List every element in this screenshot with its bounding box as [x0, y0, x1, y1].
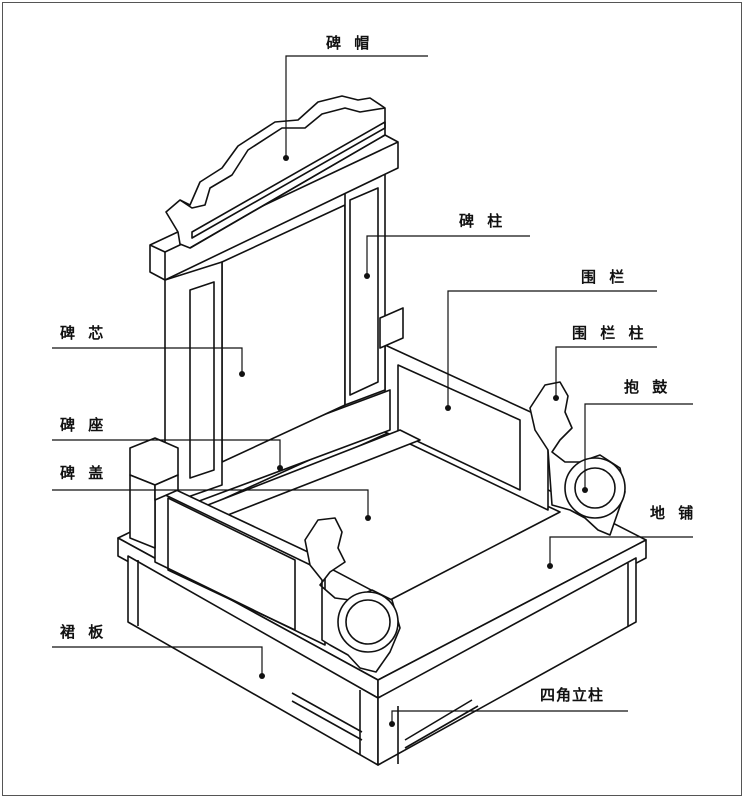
label-bei-zhu: 碑 柱 [459, 212, 506, 230]
label-bei-xin: 碑 芯 [60, 324, 107, 342]
label-bei-gai: 碑 盖 [60, 464, 107, 482]
stele-body [149, 134, 404, 506]
label-bei-zuo: 碑 座 [60, 416, 107, 434]
label-di-pu: 地 铺 [650, 504, 697, 522]
label-wei-lan-zhu: 围 栏 柱 [572, 324, 647, 342]
label-si-jiao-li-zhu: 四角立柱 [540, 686, 604, 704]
leader-lines [52, 55, 693, 727]
label-bei-mao: 碑 帽 [326, 34, 373, 52]
left-rail [154, 479, 326, 646]
left-front-post [129, 437, 179, 549]
drum-stone-back [529, 381, 626, 536]
label-qun-ban: 裙 板 [60, 623, 107, 641]
label-wei-lan: 围 栏 [581, 268, 628, 286]
stele-cap [165, 95, 386, 249]
drum-stone-front [304, 517, 401, 673]
label-bao-gu: 抱 鼓 [624, 378, 671, 396]
